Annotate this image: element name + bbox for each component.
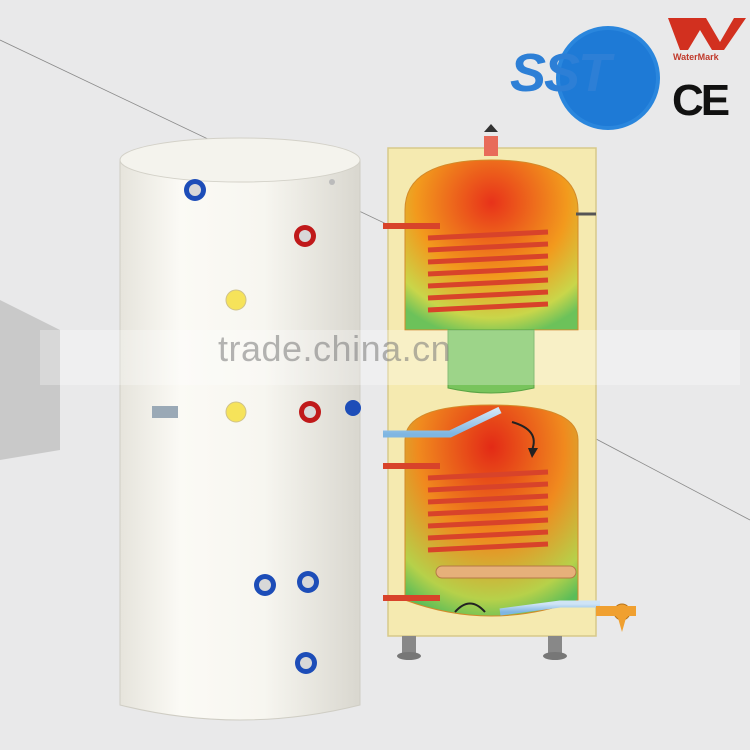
watermark-certification-label: WaterMark xyxy=(673,52,719,62)
tank-cutaway-diagram xyxy=(383,124,636,660)
watermark-band xyxy=(40,330,740,385)
ce-certification-mark: CE xyxy=(672,76,730,125)
background-shape xyxy=(0,300,60,460)
watermark-logo-icon xyxy=(668,18,746,50)
water-heater-tank-image xyxy=(119,137,361,721)
brand-logo-text: SST xyxy=(510,43,611,103)
site-watermark-text: trade.china.cn xyxy=(218,328,452,369)
